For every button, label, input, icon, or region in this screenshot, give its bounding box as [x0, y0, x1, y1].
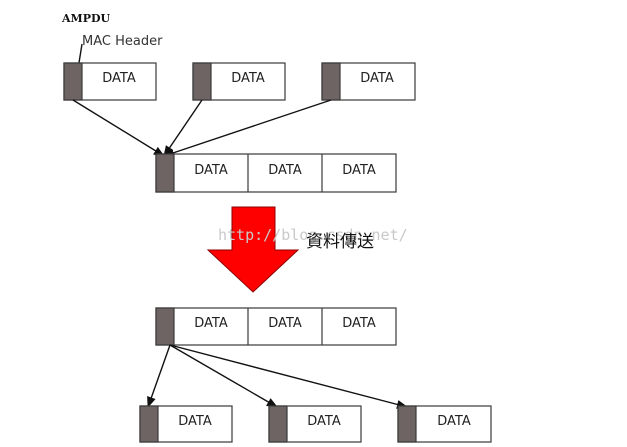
data-label: DATA	[268, 316, 302, 331]
mac-header-block	[63, 62, 83, 101]
deaggregate-arrow-1	[147, 344, 171, 409]
aggregate-arrow-3	[162, 99, 332, 158]
aggregate-arrow-2	[163, 99, 203, 157]
data-label: DATA	[360, 71, 394, 86]
watermark-text: http://blog.csdn.net/	[218, 226, 408, 244]
data-label: DATA	[231, 71, 265, 86]
data-label: DATA	[437, 414, 471, 429]
deaggregate-arrow-3	[169, 344, 409, 409]
mac-header-block	[139, 405, 159, 443]
deaggregate-arrow-2	[169, 344, 278, 408]
mac-header-block	[397, 405, 417, 443]
mpdu-frame-out-2: DATA	[268, 405, 362, 443]
mpdu-frame-out-1: DATA	[139, 405, 233, 443]
mac-header-block	[321, 62, 341, 101]
mpdu-frame-2: DATA	[192, 62, 286, 101]
data-label: DATA	[268, 163, 302, 178]
data-label: DATA	[194, 163, 228, 178]
data-label: DATA	[307, 414, 341, 429]
aggregate-arrow-1	[72, 99, 165, 157]
mac-header-block	[192, 62, 212, 101]
mac-header-label: MAC Header	[82, 34, 163, 49]
data-label: DATA	[102, 71, 136, 86]
data-label: DATA	[194, 316, 228, 331]
data-label: DATA	[178, 414, 212, 429]
ampdu-frame-received: DATA DATA DATA	[155, 307, 397, 346]
mac-header-block	[155, 153, 175, 193]
transmit-caption: 資料傳送	[306, 232, 374, 252]
ampdu-label: AMPDU	[61, 12, 111, 25]
mpdu-frame-out-3: DATA	[397, 405, 492, 443]
mac-header-block	[268, 405, 288, 443]
mpdu-frame-3: DATA	[321, 62, 416, 101]
data-label: DATA	[342, 163, 376, 178]
transmit-arrow-icon	[206, 206, 300, 293]
mpdu-frame-1: DATA	[63, 62, 157, 101]
mac-header-block	[155, 307, 175, 346]
data-label: DATA	[342, 316, 376, 331]
ampdu-frame-aggregated: DATA DATA DATA	[155, 153, 397, 193]
